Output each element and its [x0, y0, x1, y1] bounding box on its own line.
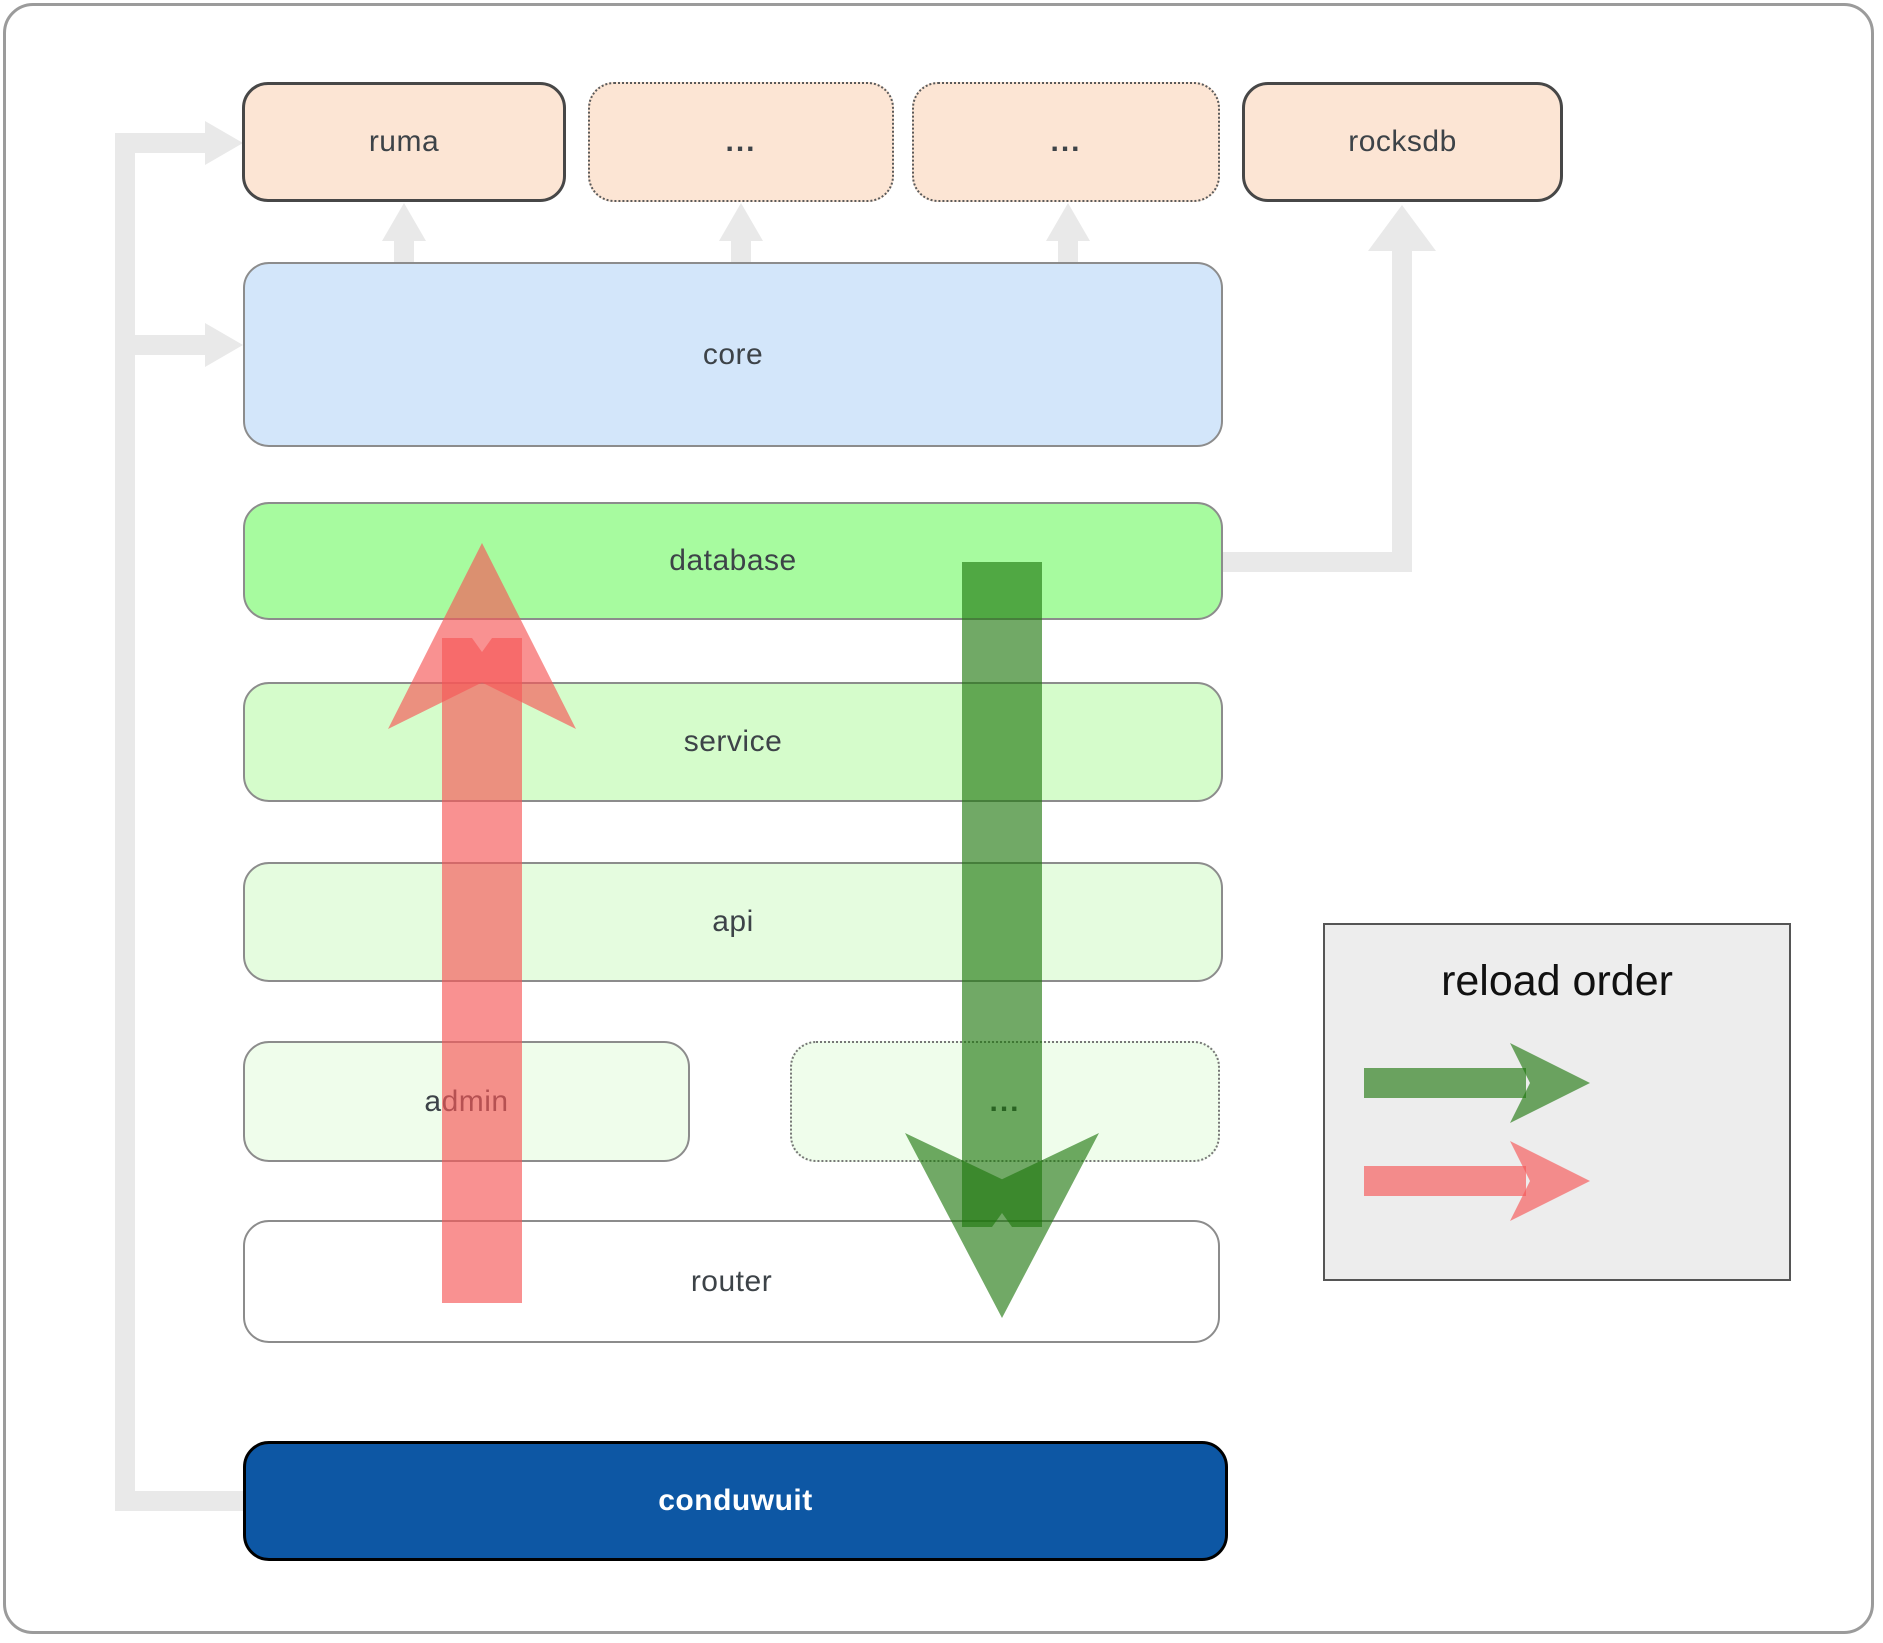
- node-api-label: api: [712, 905, 754, 938]
- node-router: router: [243, 1220, 1220, 1343]
- node-rocksdb: rocksdb: [1242, 82, 1563, 202]
- edge-core-to-dots-1: [731, 238, 751, 264]
- node-core-label: core: [702, 337, 764, 371]
- node-conduwuit-label: conduwuit: [658, 1484, 813, 1517]
- edge-conduwuit-to-bus: [115, 1491, 245, 1511]
- node-router-label: router: [690, 1264, 773, 1298]
- node-ruma-label: ruma: [368, 125, 440, 158]
- node-database-label: database: [669, 544, 797, 577]
- edge-database-to-rocksdb-horizontal: [1223, 552, 1403, 572]
- legend-unload-arrow-shaft: [1364, 1166, 1526, 1196]
- node-ruma: ruma: [242, 82, 566, 202]
- edge-core-to-ruma: [394, 238, 414, 264]
- edge-database-to-rocksdb-vertical: [1392, 246, 1412, 572]
- node-top-dots-2: ...: [912, 82, 1220, 202]
- node-top-dots-2-label: ...: [1050, 125, 1082, 158]
- node-service-label: service: [683, 725, 783, 758]
- legend: reload order: [1323, 923, 1791, 1281]
- legend-title: reload order: [1441, 957, 1673, 1005]
- edge-core-to-dots-2: [1058, 238, 1078, 264]
- edge-bus-to-ruma: [115, 133, 205, 153]
- node-api: api: [243, 862, 1223, 982]
- node-top-dots-1: ...: [588, 82, 894, 202]
- node-core: core: [243, 262, 1223, 447]
- edge-conduwuit-bus-vertical: [115, 133, 135, 1511]
- node-service: service: [243, 682, 1223, 802]
- edge-bus-to-core: [115, 335, 205, 355]
- node-top-dots-1-label: ...: [725, 125, 757, 158]
- node-database: database: [243, 502, 1223, 620]
- node-rocksdb-label: rocksdb: [1348, 125, 1457, 158]
- node-conduwuit: conduwuit: [243, 1441, 1228, 1561]
- diagram-frame: [3, 3, 1874, 1634]
- legend-load-arrow-shaft: [1364, 1068, 1526, 1098]
- load-arrow-shaft: [962, 562, 1042, 1227]
- unload-arrow-shaft: [442, 638, 522, 1303]
